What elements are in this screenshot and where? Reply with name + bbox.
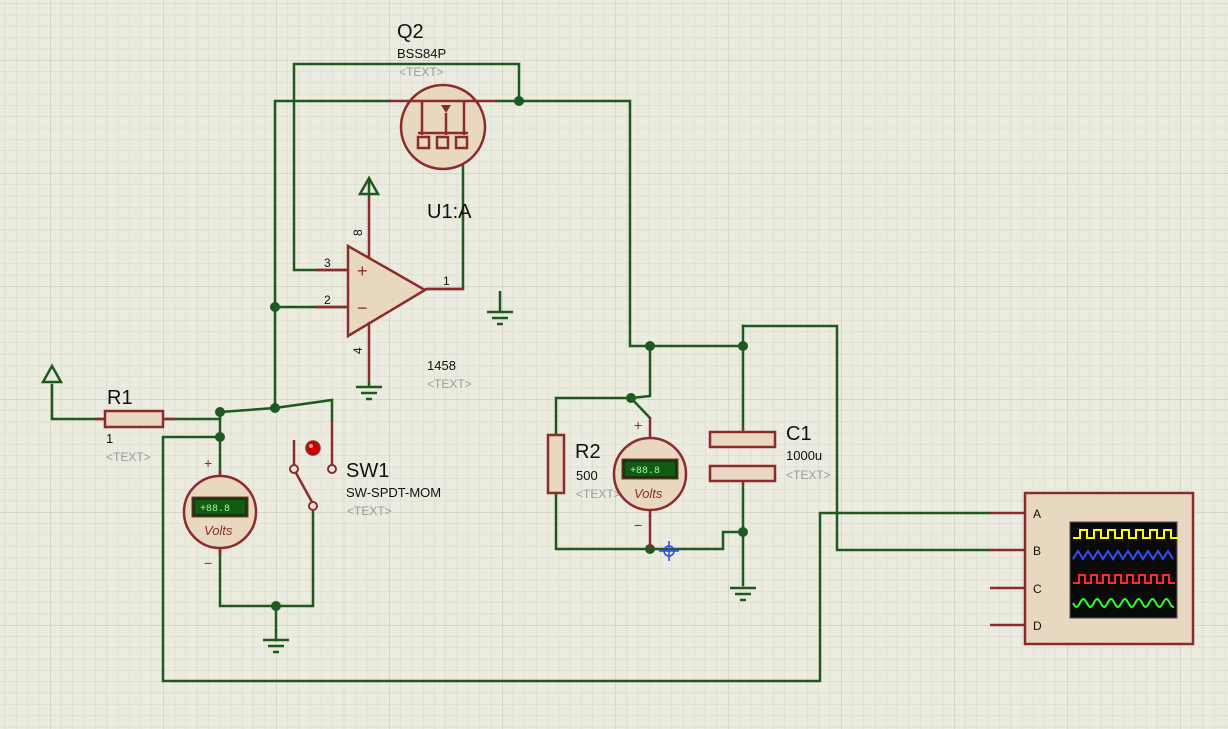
mosfet-q2[interactable]: Q2 BSS84P <TEXT> xyxy=(390,21,497,171)
junction-dots xyxy=(215,96,748,611)
voltmeter-left-display: +88.8 xyxy=(200,504,230,515)
voltmeter-left[interactable]: +88.8 Volts + − xyxy=(182,455,258,571)
voltmeter-right-plus: + xyxy=(634,417,642,433)
ground-icon[interactable] xyxy=(487,291,513,326)
voltmeter-right-label: Volts xyxy=(634,486,663,501)
opamp-plus-sign: + xyxy=(357,261,368,281)
sw1-value: SW-SPDT-MOM xyxy=(346,485,441,500)
q2-text: <TEXT> xyxy=(399,65,444,79)
oscilloscope[interactable]: A B C D xyxy=(990,491,1195,646)
r1-value: 1 xyxy=(106,431,113,446)
q2-ref: Q2 xyxy=(397,21,424,43)
wires[interactable] xyxy=(50,62,992,683)
sw1-text: <TEXT> xyxy=(347,504,392,518)
c1-value: 1000u xyxy=(786,448,822,463)
q2-value: BSS84P xyxy=(397,46,446,61)
scope-trace-d xyxy=(1072,597,1175,609)
scope-channel-c: C xyxy=(1033,582,1042,596)
voltmeter-right-display: +88.8 xyxy=(630,466,660,477)
sw1-ref: SW1 xyxy=(346,460,389,482)
scope-traces xyxy=(1072,529,1178,609)
opamp-pin-plus: 3 xyxy=(324,256,331,270)
resistor-r2[interactable]: R2 500 <TEXT> xyxy=(546,433,621,501)
opamp-pin-vplus: 8 xyxy=(351,229,365,236)
u1-value: 1458 xyxy=(427,358,456,373)
voltmeter-left-minus: − xyxy=(204,555,212,571)
power-terminal-icon[interactable] xyxy=(357,175,381,197)
voltmeter-right[interactable]: +88.8 Volts + − xyxy=(612,417,688,549)
resistor-r1[interactable]: R1 1 <TEXT> xyxy=(95,387,175,464)
r2-ref: R2 xyxy=(575,441,601,463)
ground-icon[interactable] xyxy=(730,586,756,602)
switch-sw1[interactable]: SW1 SW-SPDT-MOM <TEXT> xyxy=(289,420,441,518)
voltmeter-left-label: Volts xyxy=(204,523,233,538)
ground-icon[interactable] xyxy=(263,638,289,654)
r2-text: <TEXT> xyxy=(576,487,621,501)
scope-channel-d: D xyxy=(1033,619,1042,633)
u1-text: <TEXT> xyxy=(427,377,472,391)
opamp-pin-out: 1 xyxy=(443,274,450,288)
scope-channel-b: B xyxy=(1033,544,1041,558)
capacitor-c1[interactable]: C1 1000u <TEXT> xyxy=(708,423,831,485)
voltmeter-left-plus: + xyxy=(204,455,212,471)
scope-trace-a xyxy=(1073,529,1178,539)
power-terminal-icon[interactable] xyxy=(40,363,64,384)
r1-ref: R1 xyxy=(107,387,133,409)
opamp-pin-vminus: 4 xyxy=(351,347,365,354)
opamp-minus-sign: − xyxy=(357,298,368,318)
c1-ref: C1 xyxy=(786,423,812,445)
switch-button-icon[interactable] xyxy=(305,440,321,456)
u1-ref: U1:A xyxy=(427,201,472,223)
scope-trace-b xyxy=(1072,549,1174,561)
opamp-pin-minus: 2 xyxy=(324,293,331,307)
c1-text: <TEXT> xyxy=(786,468,831,482)
opamp-u1[interactable]: + − 3 2 1 8 4 U1:A 1458 <TEXT> xyxy=(315,197,472,391)
scope-channel-a: A xyxy=(1033,507,1041,521)
voltmeter-right-minus: − xyxy=(634,517,642,533)
r1-text: <TEXT> xyxy=(106,450,151,464)
ground-icon[interactable] xyxy=(356,382,382,401)
r2-value: 500 xyxy=(576,468,598,483)
scope-trace-c xyxy=(1073,574,1175,584)
probe-marker-icon[interactable] xyxy=(659,541,679,561)
